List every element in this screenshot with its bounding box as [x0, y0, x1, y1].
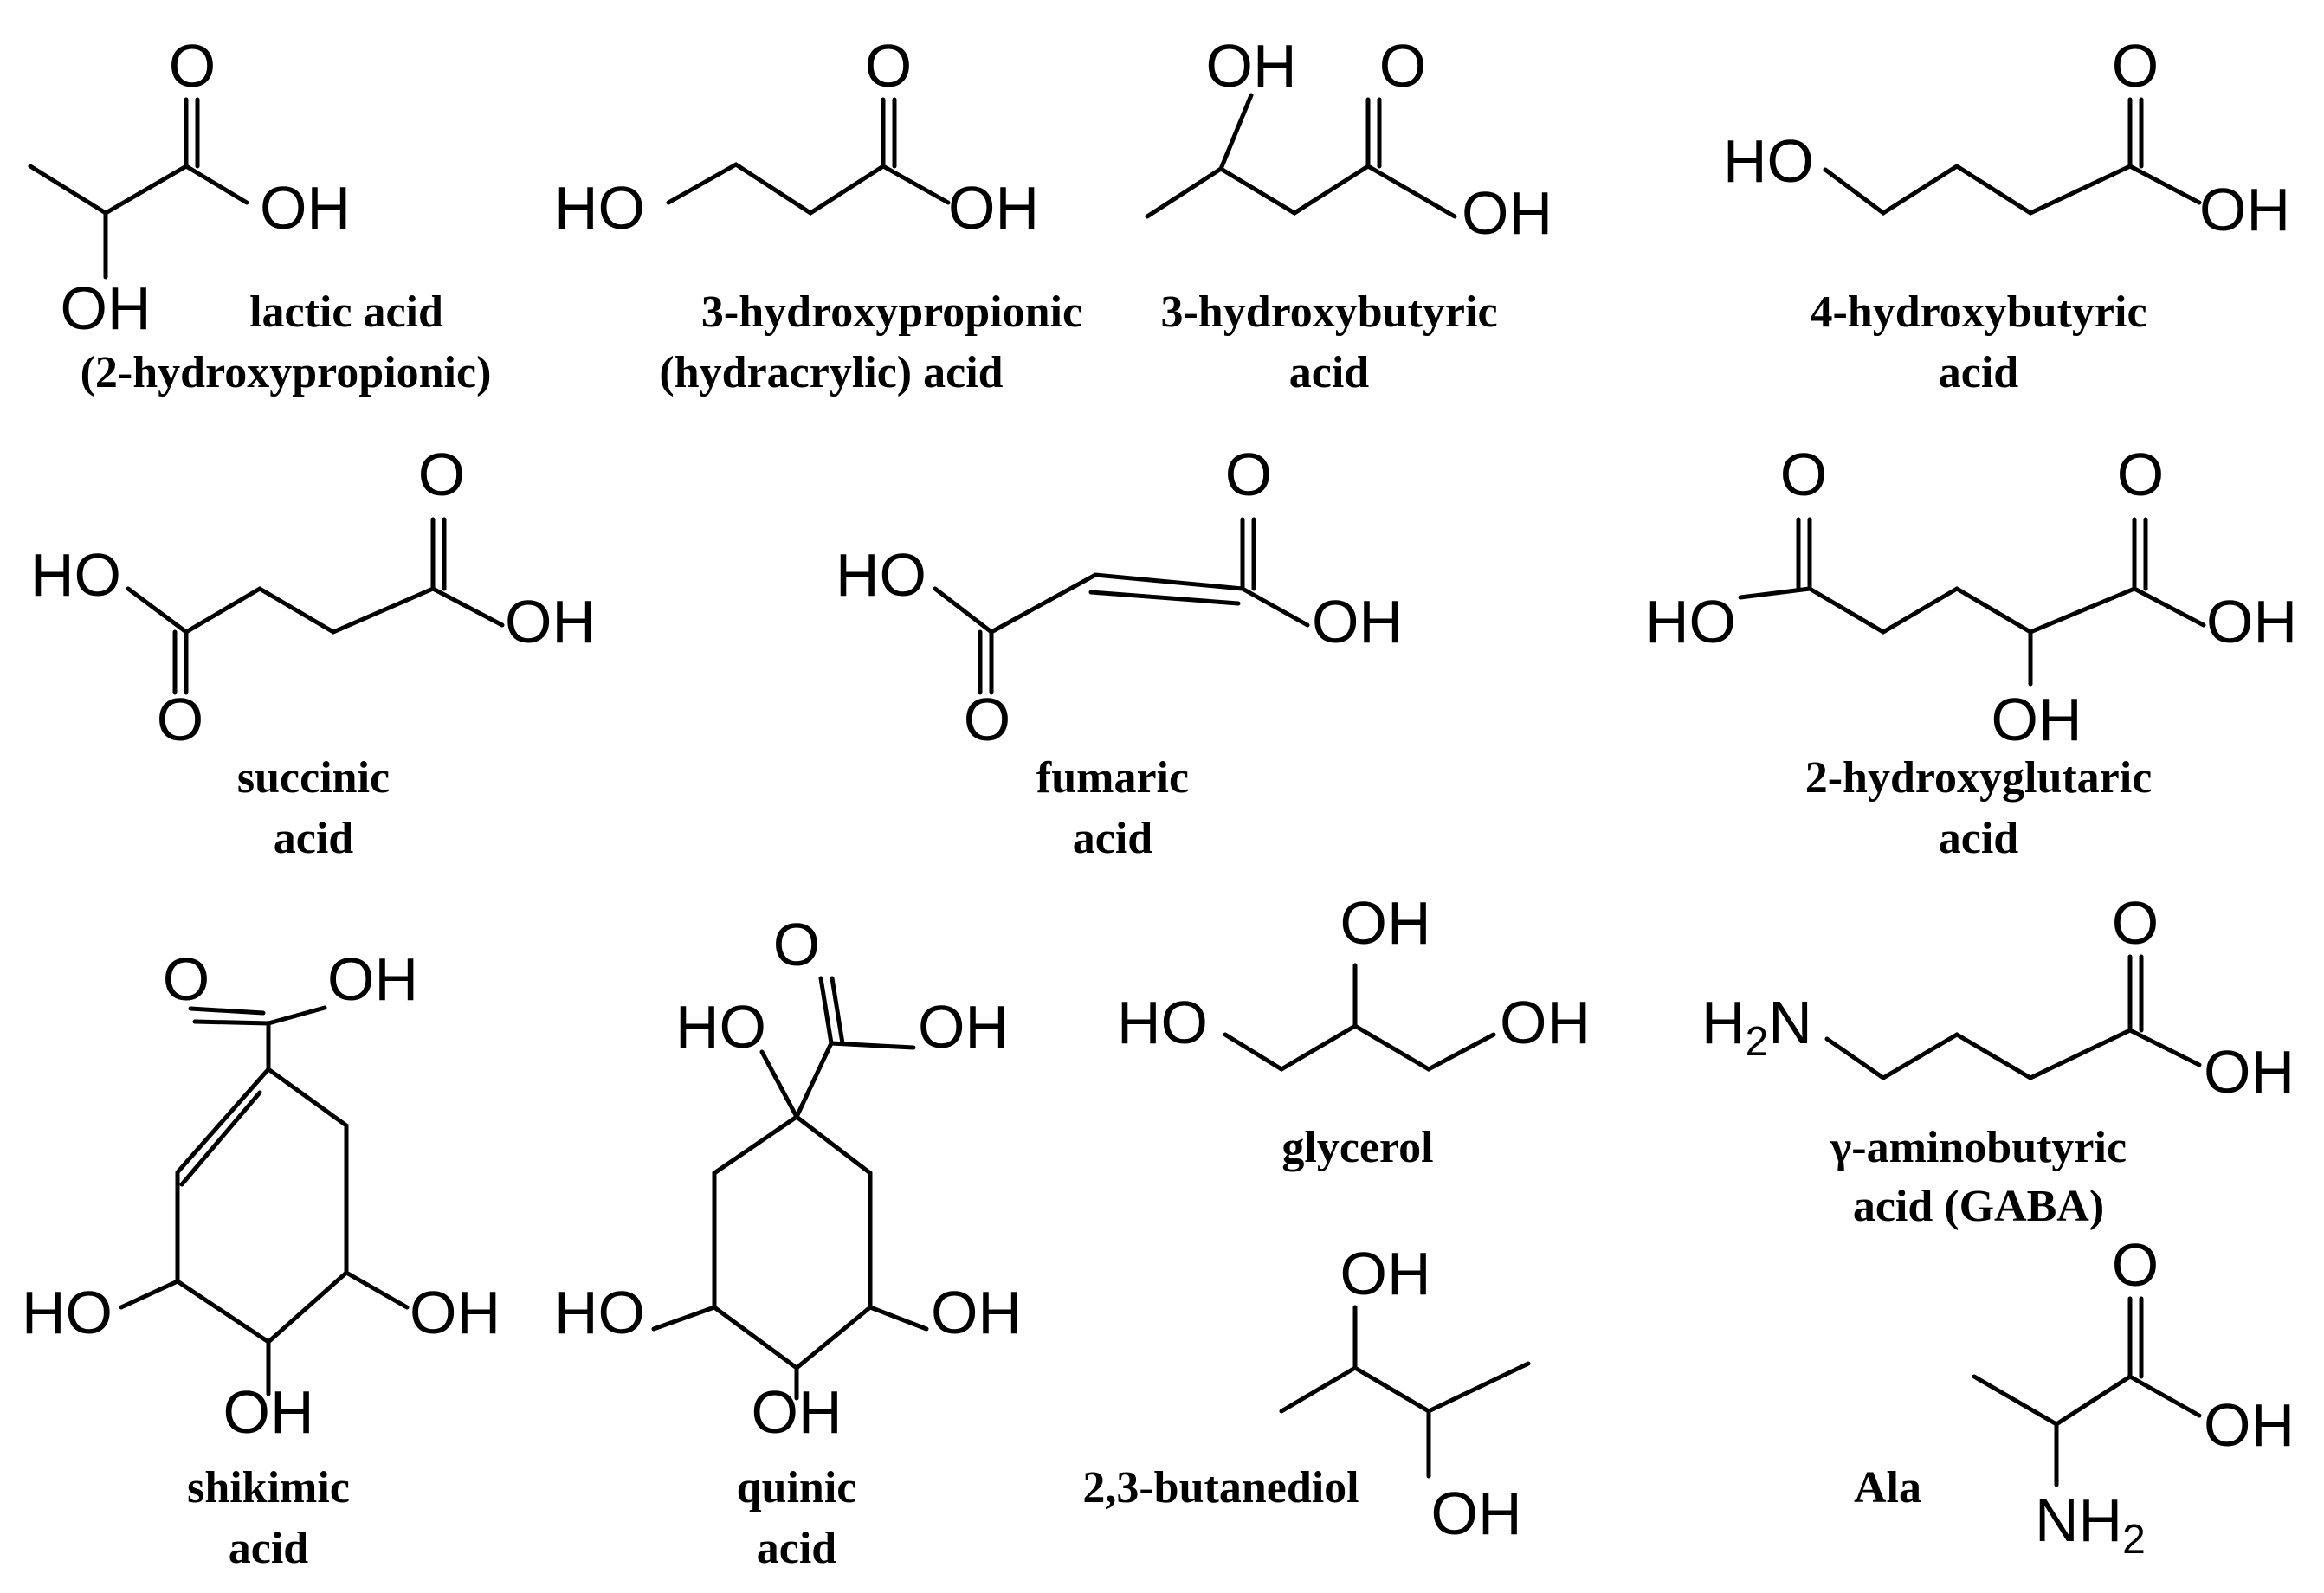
atom-oh: OH [61, 274, 152, 342]
atom-ho: HO [1723, 127, 1814, 195]
atom-oh: OH [1340, 1240, 1431, 1307]
structure-alanine: O OH NH2 [1972, 1231, 2295, 1563]
atom-ho: HO [554, 174, 645, 242]
atom-ho: HO [554, 1279, 645, 1346]
atom-oh: OH [410, 1279, 500, 1346]
structure-3-hydroxypropionic-acid: HO O OH [554, 32, 1039, 242]
atom-oh: OH [505, 588, 596, 655]
atom-h2n: H2N [1701, 989, 1812, 1065]
compound-name: acid [1289, 348, 1370, 397]
compound-name: fumaric [1036, 753, 1189, 803]
atom-o: O [2112, 1231, 2159, 1299]
compound-name: acid [1939, 814, 2019, 863]
atom-oh: OH [2204, 1391, 2295, 1459]
atom-ho: HO [1117, 989, 1208, 1056]
compound-name: (2-hydroxypropionic) [81, 348, 492, 397]
structure-lactic-acid: O OH OH [28, 32, 351, 342]
atom-oh: OH [1312, 588, 1403, 655]
atom-o: O [157, 686, 203, 753]
structure-4-hydroxybutyric-acid: HO O OH [1723, 32, 2290, 243]
atom-oh: OH [931, 1279, 1022, 1346]
compound-name: acid [274, 814, 354, 863]
compound-name: acid (GABA) [1853, 1182, 2104, 1231]
atom-o: O [2112, 889, 2159, 957]
structure-quinic-acid: O HO OH HO OH OH [554, 911, 1022, 1446]
compound-name: Ala [1854, 1463, 1921, 1512]
atom-o: O [1780, 441, 1827, 508]
compound-name: shikimic [187, 1463, 350, 1512]
compound-name: (hydracrylic) acid [659, 348, 1003, 397]
atom-oh: OH [1340, 889, 1431, 957]
atom-ho: HO [675, 993, 766, 1061]
structure-shikimic-acid: O OH HO OH OH [22, 945, 500, 1446]
atom-oh: OH [1206, 32, 1297, 100]
atom-oh: OH [1500, 989, 1591, 1056]
atom-o: O [163, 945, 210, 1013]
compound-name: lactic acid [249, 287, 443, 337]
compound-name: γ-aminobutyric [1830, 1123, 2127, 1172]
atom-ho: HO [22, 1279, 113, 1346]
compound-name: 3-hydroxybutyric [1160, 287, 1497, 337]
atom-oh: OH [327, 945, 418, 1013]
atom-oh: OH [2204, 1038, 2295, 1106]
atom-ho: HO [1645, 588, 1736, 655]
atom-o: O [865, 32, 912, 100]
atom-ho: HO [836, 541, 926, 609]
atom-oh: OH [1992, 686, 2082, 753]
atom-o: O [169, 32, 216, 100]
atom-o: O [1379, 32, 1426, 100]
atom-oh: OH [1462, 179, 1553, 247]
compound-name: glycerol [1281, 1123, 1433, 1172]
compound-name: acid [229, 1524, 309, 1573]
structure-succinic-acid: HO O OH O [30, 441, 596, 753]
atom-oh: OH [2199, 176, 2290, 243]
atom-ho: HO [30, 541, 121, 609]
atom-o: O [2112, 32, 2159, 100]
compound-name: acid [1939, 348, 2019, 397]
atom-o: O [1225, 441, 1272, 508]
atom-oh: OH [260, 174, 351, 242]
compound-name: 2-hydroxyglutaric [1805, 753, 2153, 803]
structure-fumaric-acid: HO O OH O [836, 441, 1403, 753]
atom-o: O [964, 686, 1010, 753]
atom-oh: OH [223, 1378, 314, 1446]
compound-name: acid [757, 1524, 837, 1573]
atom-o: O [418, 441, 465, 508]
atom-oh: OH [918, 993, 1009, 1061]
atom-oh: OH [752, 1378, 842, 1446]
atom-oh: OH [2206, 588, 2297, 655]
atom-o: O [2117, 441, 2164, 508]
structure-3-hydroxybutyric-acid: OH O OH [1145, 32, 1553, 247]
compound-name: 2,3-butanediol [1082, 1463, 1359, 1512]
compound-name: 4-hydroxybutyric [1810, 287, 2146, 337]
compound-name: 3-hydroxypropionic [701, 287, 1082, 337]
atom-oh: OH [1431, 1480, 1522, 1547]
structure-glycerol: HO OH OH [1117, 889, 1591, 1072]
atom-o: O [773, 911, 820, 978]
atom-oh: OH [948, 174, 1039, 242]
structure-2-3-butanediol: OH OH [1279, 1240, 1531, 1547]
structure-2-hydroxyglutaric-acid: HO O O OH OH [1645, 441, 2297, 753]
atom-nh2: NH2 [2035, 1487, 2146, 1563]
compound-name: acid [1073, 814, 1153, 863]
structure-gaba: H2N O OH [1701, 889, 2295, 1106]
compound-name: succinic [237, 753, 390, 803]
compound-name: quinic [737, 1463, 857, 1512]
